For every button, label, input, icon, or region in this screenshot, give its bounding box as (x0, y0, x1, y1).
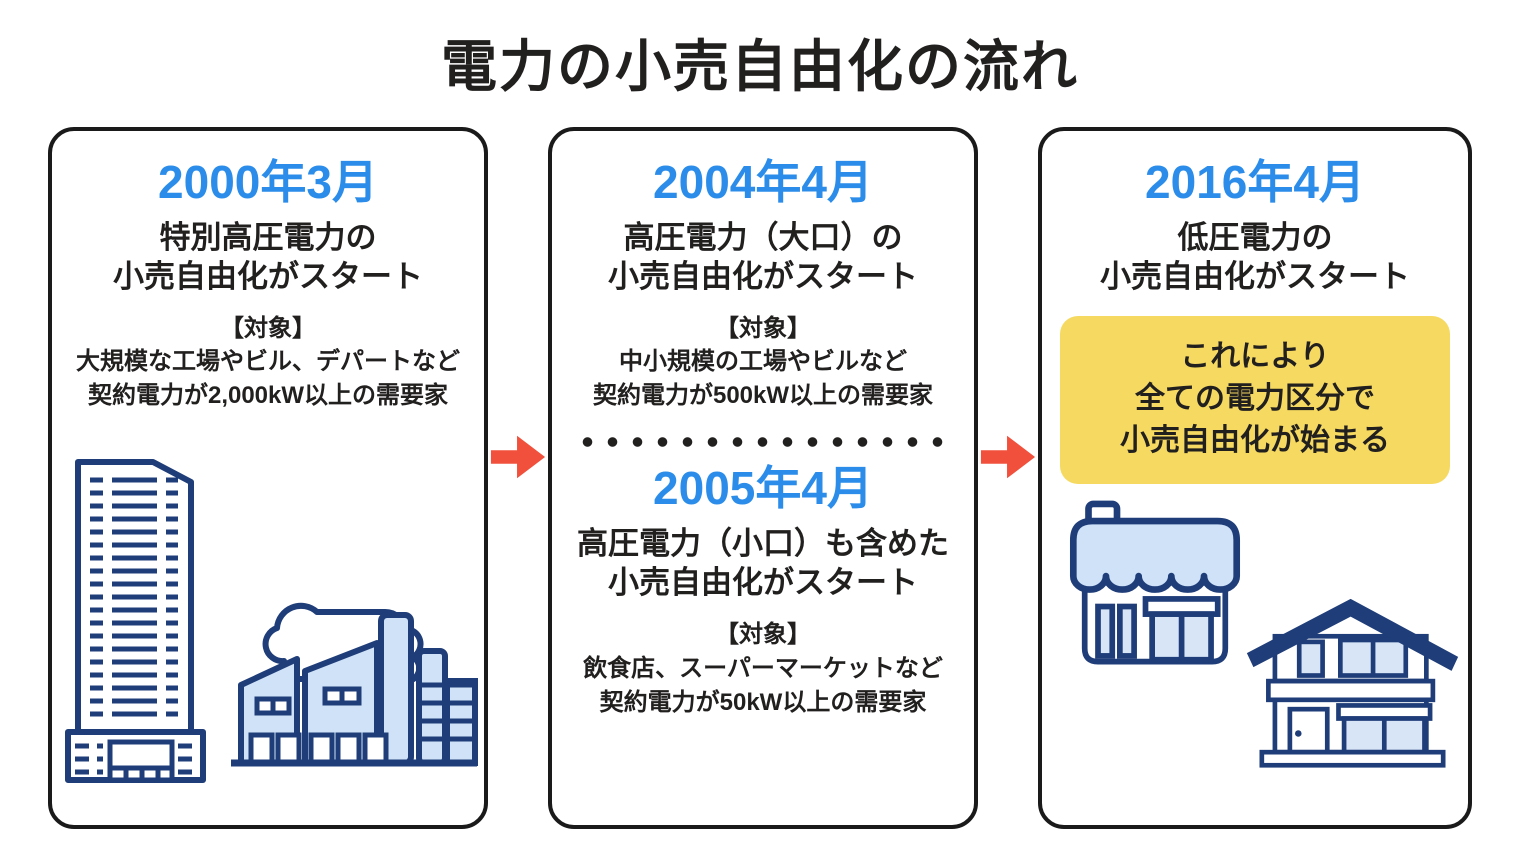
panel-2005-date: 2005年4月 (653, 462, 873, 515)
panel-2000-target-label: 【対象】 (220, 314, 316, 342)
panel-2004-heading-line1: 高圧電力（大口）の (623, 219, 903, 255)
panel-2005-target-line1: 飲食店、スーパーマーケットなど (583, 654, 943, 682)
panel-2016-date: 2016年4月 (1145, 156, 1365, 208)
highlight-note: これにより 全ての電力区分で 小売自由化が始まる (1060, 315, 1450, 484)
panel-2005-heading: 高圧電力（小口）も含めた 小売自由化がスタート (552, 524, 974, 602)
panel-2004-target-line1: 中小規模の工場やビルなど (619, 348, 907, 376)
panel-2004-target-line2: 契約電力が500kW以上の需要家 (592, 382, 934, 410)
panel-2016-illustration (1042, 492, 1468, 792)
highlight-note-line3: 小売自由化が始まる (1120, 423, 1390, 457)
highlight-note-line1: これにより (1180, 339, 1330, 373)
panel-2004-2005: 2004年4月 高圧電力（大口）の 小売自由化がスタート 【対象】 中小規模の工… (548, 127, 978, 829)
factory-icon (229, 553, 479, 793)
panel-2000-heading-line1: 特別高圧電力の (159, 219, 377, 255)
arrow-right-icon (488, 127, 548, 829)
panel-2000-target-line1: 大規模な工場やビル、デパートなど (76, 348, 460, 376)
panel-2004-heading: 高圧電力（大口）の 小売自由化がスタート (552, 218, 974, 296)
shop-icon (1060, 498, 1250, 683)
panel-2005-target-label: 【対象】 (715, 621, 811, 649)
panel-2005-heading-line2: 小売自由化がスタート (608, 565, 918, 601)
timeline-row: 2000年3月 特別高圧電力の 小売自由化がスタート 【対象】 大規模な工場やビ… (0, 127, 1520, 829)
panel-2005-target-line2: 契約電力が50kW以上の需要家 (599, 688, 927, 716)
panel-2004-heading-line2: 小売自由化がスタート (608, 258, 918, 294)
panel-2000-target-line2: 契約電力が2,000kW以上の需要家 (87, 382, 449, 410)
panel-2000-heading: 特別高圧電力の 小売自由化がスタート (52, 218, 484, 296)
page-title: 電力の小売自由化の流れ (441, 35, 1079, 98)
panel-2016-heading: 低圧電力の 小売自由化がスタート (1042, 218, 1468, 296)
panel-2016-heading-line2: 小売自由化がスタート (1100, 258, 1410, 294)
highlight-note-line2: 全ての電力区分で (1135, 381, 1375, 415)
panel-2000-date: 2000年3月 (158, 156, 378, 208)
panel-2004-date: 2004年4月 (653, 156, 873, 208)
panel-2016: 2016年4月 低圧電力の 小売自由化がスタート これにより 全ての電力区分で … (1038, 127, 1472, 829)
panel-2000-illustration (52, 453, 484, 793)
panel-2000: 2000年3月 特別高圧電力の 小売自由化がスタート 【対象】 大規模な工場やビ… (48, 127, 488, 829)
panel-2004-target-label: 【対象】 (715, 314, 811, 342)
arrow-right-icon (978, 127, 1038, 829)
panel-2016-heading-line1: 低圧電力の (1177, 219, 1333, 255)
office-building-icon (58, 448, 213, 793)
panel-2000-heading-line2: 小売自由化がスタート (113, 258, 423, 294)
house-icon (1245, 593, 1460, 778)
dotted-separator (575, 437, 951, 448)
panel-2005-heading-line1: 高圧電力（小口）も含めた (577, 526, 949, 562)
